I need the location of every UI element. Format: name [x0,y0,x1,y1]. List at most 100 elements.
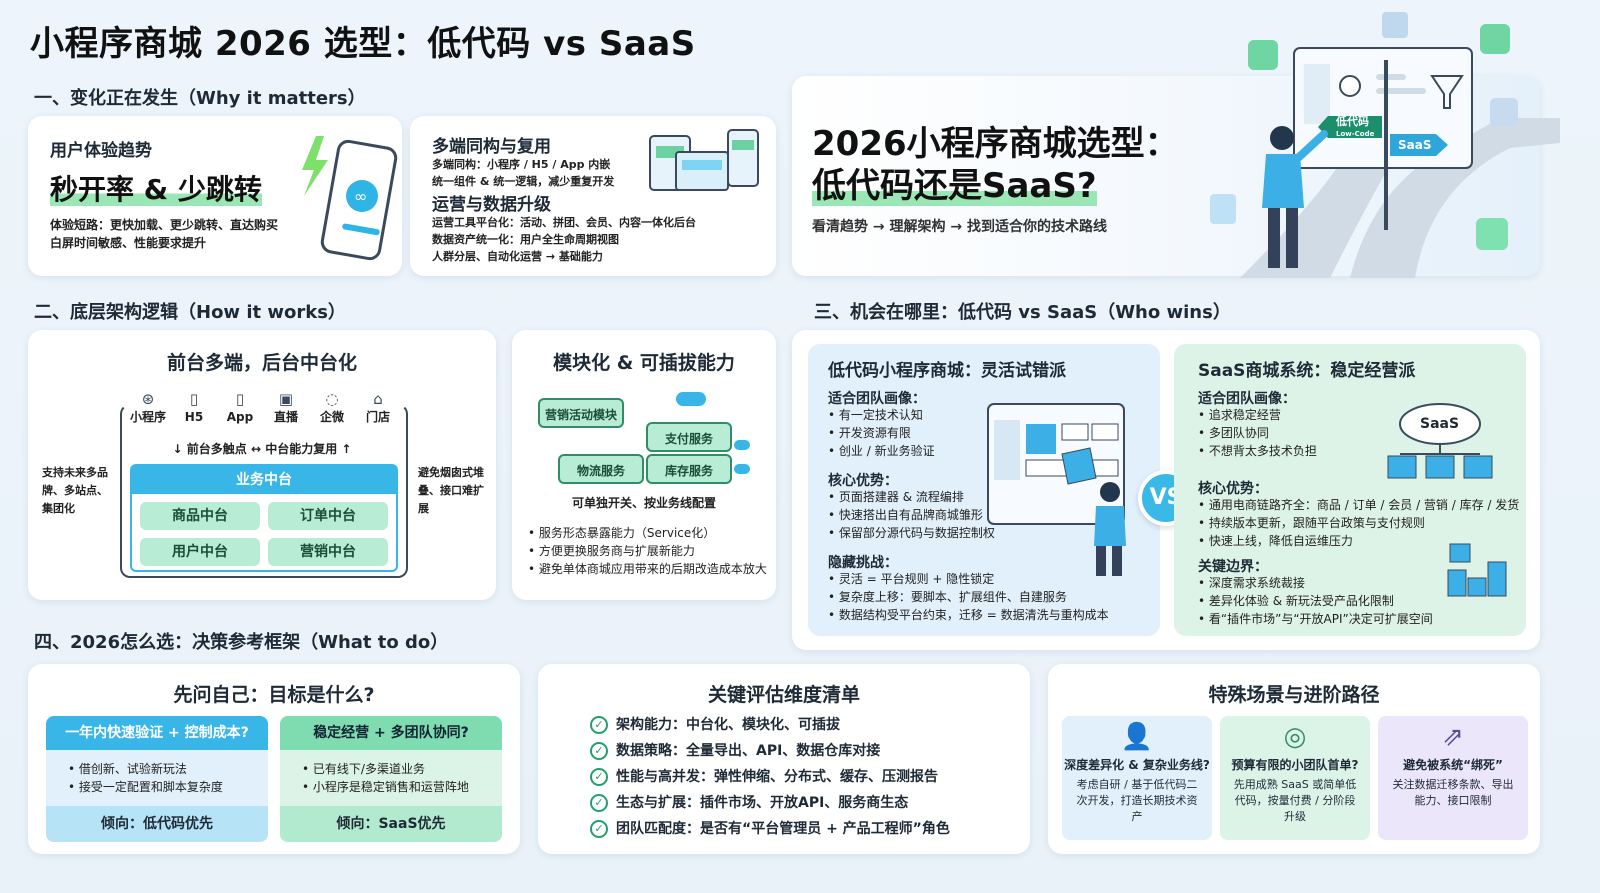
channel-label: 门店 [365,410,390,424]
special-heading: 特殊场景与进阶路径 [1208,684,1380,706]
special-card: 特殊场景与进阶路径 👤 深度差异化 & 复杂业务线? 考虑自研 / 基于低代码二… [1048,664,1540,854]
special-card-1: 👤 深度差异化 & 复杂业务线? 考虑自研 / 基于低代码二次开发，打造长期技术… [1062,716,1212,840]
channel-app: ▯App [220,390,260,426]
special-body: 关注数据迁移条款、导出能力、接口限制 [1392,778,1514,807]
payment-module: 支付服务 [646,422,732,452]
checklist-text: 性能与高并发：弹性伸缩、分布式、缓存、压测报告 [616,769,938,785]
modular-caption: 可单独开关、按业务线配置 [571,496,716,510]
goal-card: 先问自己：目标是什么? 一年内快速验证 + 控制成本? • 借创新、试验新玩法 … [28,664,520,854]
arch-left-note: 支持未来多品牌、多站点、集团化 [42,466,108,515]
list-item: 小程序是稳定销售和运营阵地 [312,780,469,794]
saas-boundary-list: • 深度需求系统裁接 • 差异化体验 & 新玩法受产品化限制 • 看“插件市场”… [1198,576,1433,626]
goal-right-list: • 已有线下/多渠道业务 • 小程序是稳定销售和运营阵地 [302,762,469,794]
page-title: 小程序商城 2026 选型：低代码 vs SaaS [30,24,696,64]
section-3-heading: 三、机会在哪里：低代码 vs SaaS（Who wins） [814,302,1231,323]
multi-device-icon [649,129,759,191]
check-icon: ✓ [590,716,608,734]
list-item: 持续版本更新，跟随平台政策与支付规则 [1208,516,1425,530]
builder-illustration [987,403,1126,576]
multi-heading: 多端同构与复用 [432,137,551,157]
ux-trend-card: 用户体验趋势 秒开率 & 少跳转 体验短路：更快加载、更少跳转、直达购买 白屏时… [28,116,402,276]
mobile-icon: ▯ [189,390,199,408]
saas-h3: 关键边界： [1198,559,1268,575]
list-item: 多团队协同 [1208,426,1269,440]
saas-cloud-icon [1387,403,1493,479]
channel-live: ▣ 直播 [266,390,306,426]
checklist-text: 数据策略：全量导出、API、数据仓库对接 [616,743,881,759]
lowcode-challenge-list: • 灵活 = 平台规则 + 隐性锁定 • 复杂度上移：要脚本、扩展组件、自建服务… [828,572,1109,622]
list-item: 借创新、试验新玩法 [78,762,187,776]
store-icon: ⌂ [373,390,383,408]
checklist-text: 架构能力：中台化、模块化、可插拔 [616,717,840,733]
saas-h2: 核心优势： [1198,481,1268,497]
ux-line-2: 白屏时间敏感、性能要求提升 [50,236,207,250]
goal-right-box: 稳定经营 + 多团队协同? • 已有线下/多渠道业务 • 小程序是稳定销售和运营… [280,716,502,842]
lowcode-h1: 适合团队画像： [828,391,926,407]
hero-line-1: 2026小程序商城选型： [812,124,1179,164]
list-item: 开发资源有限 [838,426,911,440]
marketing-module: 营销活动模块 [538,398,624,428]
user-icon: 👤 [1120,722,1154,752]
saas-profile-list: • 追求稳定经营 • 多团队协同 • 不想背太多技术负担 [1198,408,1317,458]
multi-line-2: 统一组件 & 统一逻辑，减少重复开发 [432,175,615,188]
phone-icon: ▯ [235,390,245,408]
checklist-heading: 关键评估维度清单 [707,684,860,706]
channel-label: 企微 [319,410,344,424]
payment-toggle [734,440,750,450]
saas-cloud-label: SaaS [1420,416,1460,432]
multi-line-4: 数据资产统一化：用户全生命周期视图 [432,233,619,246]
special-title: 深度差异化 & 复杂业务线? [1064,758,1210,772]
channel-label: H5 [184,410,204,424]
order-middle: 订单中台 [268,502,388,530]
inventory-toggle [734,464,750,474]
saas-advantage-list: • 通用电商链路齐全：商品 / 订单 / 会员 / 营销 / 库存 / 发货 •… [1198,498,1520,548]
channel-wecom: ◌ 企微 [312,390,352,426]
lowcode-heading: 低代码小程序商城：灵活试错派 [828,361,1066,381]
crossroads-illustration [1210,12,1560,278]
list-item: 页面搭建器 & 流程编排 [838,490,964,504]
logistics-module: 物流服务 [558,454,644,484]
tv-icon: ▣ [278,390,294,408]
goal-right-title: 稳定经营 + 多团队协同? [280,716,502,750]
special-body: 先用成熟 SaaS 或简单低代码，按量付费 / 分阶段升级 [1233,778,1357,823]
list-item: 快速上线，降低自运维压力 [1208,534,1353,548]
list-item: 保留部分源代码与数据控制权 [838,526,995,540]
arch-right-note: 避免烟囱式堆叠、接口难扩展 [418,466,484,515]
list-item: 灵活 = 平台规则 + 隐性锁定 [838,572,995,586]
coins-icon: ◎ [1283,722,1307,752]
svg-text:∞: ∞ [354,187,367,206]
modular-bullet: 避免单体商城应用带来的后期改造成本放大 [538,562,767,576]
goods-middle: 商品中台 [140,502,260,530]
hero-line-2: 低代码还是SaaS? [812,166,1097,206]
check-icon: ✓ [590,794,608,812]
list-item: 追求稳定经营 [1208,408,1281,422]
multi-heading-2: 运营与数据升级 [432,195,551,215]
chat-icon: ◌ [325,390,339,408]
list-item: 通用电商链路齐全：商品 / 订单 / 会员 / 营销 / 库存 / 发货 [1208,498,1520,512]
multi-line-5: 人群分层、自动化运营 → 基础能力 [432,250,603,263]
modular-bullet: 服务形态暴露能力（Service化） [538,526,716,540]
lowcode-h3: 隐藏挑战： [828,555,898,571]
checklist-item: ✓ 数据策略：全量导出、API、数据仓库对接 [590,740,950,766]
modular-bullet: 方便更换服务商与扩展新能力 [538,544,695,558]
checklist-card: 关键评估维度清单 ✓ 架构能力：中台化、模块化、可插拔 ✓ 数据策略：全量导出、AP… [538,664,1030,854]
lowcode-h2: 核心优势： [828,473,898,489]
channel-store: ⌂ 门店 [358,390,398,426]
ux-big-text: 秒开率 & 少跳转 [50,173,262,206]
list-item: 快速搭出自有品牌商城雏形 [838,508,983,522]
check-icon: ✓ [590,742,608,760]
channel-label: 直播 [273,410,298,424]
goal-right-tendency: 倾向：SaaS优先 [280,806,502,842]
lowcode-advantage-list: • 页面搭建器 & 流程编排 • 快速搭出自有品牌商城雏形 • 保留部分源代码与… [828,490,995,540]
checklist-item: ✓ 生态与扩展：插件市场、开放API、服务商生态 [590,792,950,818]
business-middle-platform: 业务中台 商品中台 订单中台 用户中台 营销中台 [130,464,398,572]
user-middle: 用户中台 [140,538,260,566]
checklist-text: 生态与扩展：插件市场、开放API、服务商生态 [616,795,909,811]
saas-h1: 适合团队画像： [1198,391,1296,407]
goal-heading: 先问自己：目标是什么? [173,684,375,706]
modular-heading: 模块化 & 可插拔能力 [553,352,735,374]
miniprogram-icon: ⊛ [141,390,155,408]
list-item: 看“插件市场”与“开放API”决定可扩展空间 [1208,612,1433,626]
multi-end-card: 多端同构与复用 多端同构：小程序 / H5 / App 内嵌 统一组件 & 统一… [410,116,776,276]
sign-lowcode: 低代码 Low-Code [1336,116,1374,140]
